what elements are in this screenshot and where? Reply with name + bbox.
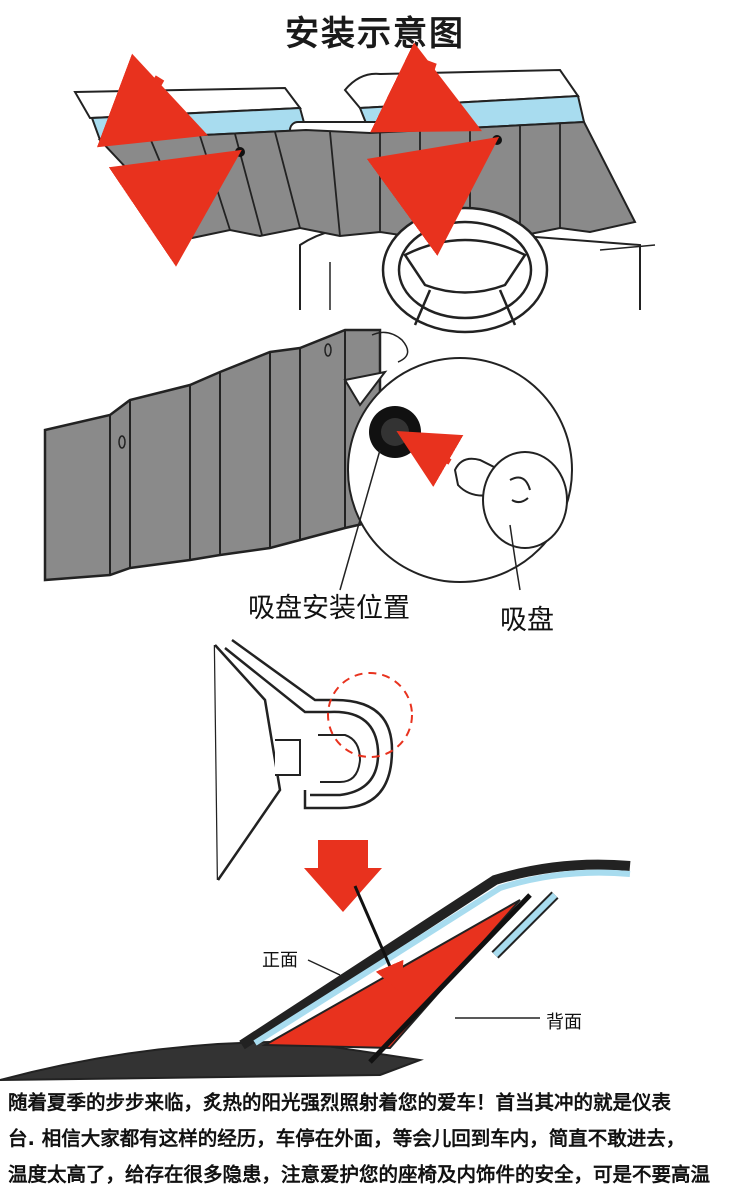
label-front: 正面 [262, 946, 298, 972]
down-arrow [304, 840, 382, 912]
label-back: 背面 [546, 1008, 582, 1034]
right-suction-point [492, 135, 502, 145]
windshield-scene [75, 62, 655, 332]
folded-sun-shade [45, 330, 380, 580]
label-suction-cup-position: 吸盘安装位置 [248, 586, 410, 625]
description-text: 随着夏季的步步来临，炙热的阳光强烈照射着您的爱车！首当其冲的就是仪表 台. 相信… [8, 1085, 748, 1193]
sun-shade-panel [100, 122, 635, 238]
cross-section-scene [0, 865, 630, 1080]
suction-cup-scene [45, 330, 572, 590]
description-line: 温度太高了，给存在很多隐患，注意爱护您的座椅及内饰件的安全，可是不要高温 [8, 1157, 748, 1193]
hook-highlight-circle [328, 673, 412, 757]
description-line: 台. 相信大家都有这样的经历，车停在外面，等会儿回到车内，简直不敢进去， [8, 1121, 748, 1157]
left-suction-point [235, 147, 245, 157]
description-line: 随着夏季的步步来临，炙热的阳光强烈照射着您的爱车！首当其冲的就是仪表 [8, 1085, 748, 1121]
steering-wheel [383, 208, 547, 332]
hook-scene [215, 640, 412, 912]
label-suction-cup: 吸盘 [500, 598, 554, 637]
installation-illustration [0, 0, 750, 1161]
